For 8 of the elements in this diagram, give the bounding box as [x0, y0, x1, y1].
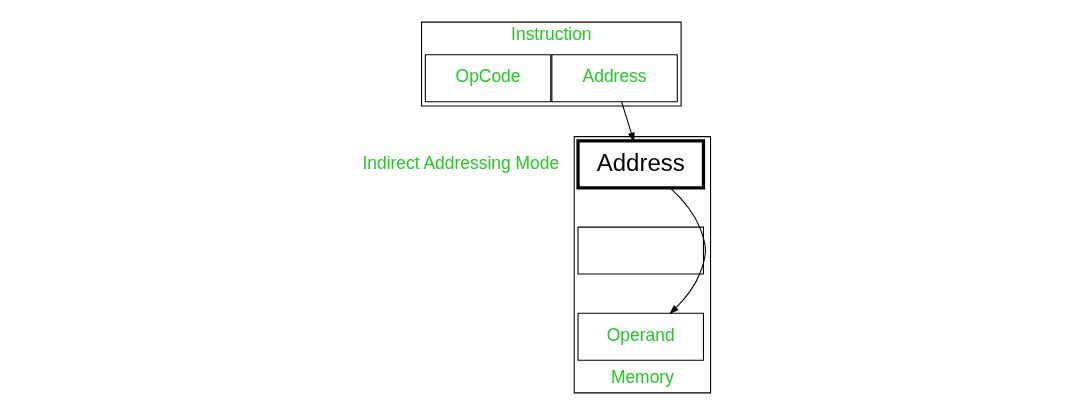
arrow: [669, 187, 706, 314]
node-box: [577, 226, 704, 275]
node-box: Operand: [577, 312, 704, 361]
node-box: Address: [576, 138, 706, 189]
node-box: OpCode: [424, 53, 552, 102]
arrow: [621, 100, 635, 142]
node-box: Address: [551, 53, 678, 102]
label: Indirect Addressing Mode: [362, 152, 560, 173]
